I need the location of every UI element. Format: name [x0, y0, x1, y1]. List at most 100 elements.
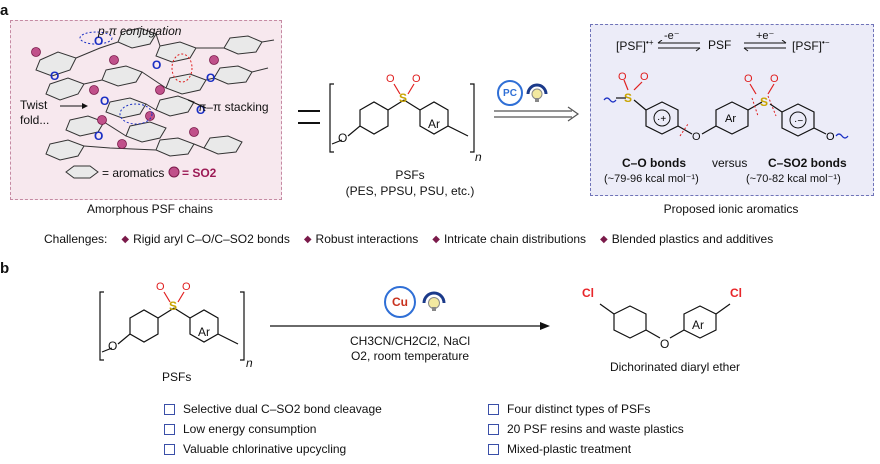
- aromatic-hexagon: [155, 41, 197, 63]
- so2-bead: [189, 127, 199, 137]
- oxygen-atom: O: [94, 34, 103, 48]
- challenge-item: Robust interactions: [315, 232, 419, 246]
- challenge-item: Intricate chain distributions: [443, 232, 587, 246]
- equilibrium-arrow-right: [743, 40, 787, 52]
- svg-text:O: O: [692, 131, 701, 143]
- features-left: Selective dual C–SO2 bond cleavage Low e…: [164, 402, 382, 456]
- checkbox-icon: [164, 403, 175, 415]
- svg-text:O: O: [660, 337, 669, 351]
- aromatic-hexagon: [101, 65, 143, 87]
- oxygen-atom: O: [196, 103, 205, 117]
- aromatic-hexagon: [125, 121, 167, 143]
- chlorine-left: Cl: [582, 286, 594, 300]
- bond-cso2-label: C–SO2 bonds: [768, 156, 847, 170]
- stacking-label: π–π stacking: [198, 100, 269, 114]
- conjugation-label: p-π conjugation: [98, 24, 182, 38]
- neutral-psf: PSF: [708, 38, 732, 52]
- checkbox-icon: [164, 423, 175, 435]
- equivalence-sign: [298, 110, 320, 124]
- challenges-row: Challenges: ◆ Rigid aryl C–O/C–SO2 bonds…: [44, 232, 773, 246]
- amorphous-chain-drawing: O O O O O O O: [31, 27, 275, 179]
- legend-aromatics-hexagon: [65, 165, 99, 179]
- aromatic-hexagon: [105, 97, 147, 119]
- svg-text:Ar: Ar: [725, 113, 736, 125]
- conditions-line-2: O2, room temperature: [350, 349, 470, 363]
- oxygen-atom: O: [50, 69, 59, 83]
- diamond-bullet-icon: ◆: [432, 233, 440, 245]
- dichlorinated-ether-structure: O: [599, 303, 731, 351]
- challenge-item: Blended plastics and additives: [611, 232, 774, 246]
- oxygen-atom: O: [152, 58, 161, 72]
- svg-text:·+: ·+: [657, 114, 666, 125]
- so2-bead: [31, 47, 41, 57]
- svg-text:S: S: [624, 91, 632, 105]
- aromatic-hexagon: [203, 135, 243, 155]
- copper-catalyst-icon: Cu: [384, 286, 416, 318]
- amorphous-caption: Amorphous PSF chains: [86, 202, 214, 216]
- psf-examples: (PES, PPSU, PSU, etc.): [345, 184, 475, 198]
- checkbox-icon: [488, 443, 499, 455]
- conditions-line-1: CH3CN/CH2Cl2, NaCl: [349, 334, 471, 348]
- bde-co-label: (~79-96 kcal mol⁻¹): [604, 173, 699, 185]
- ionic-structure: S O O ·+ O Ar S O O ·− O: [603, 71, 849, 143]
- legend-aromatics-label: = aromatics: [102, 166, 165, 180]
- oxygen-atom: O: [100, 94, 109, 108]
- oxygen-atom: O: [386, 73, 395, 85]
- svg-text:O: O: [108, 339, 117, 353]
- so2-bead: [155, 85, 165, 95]
- aromatic-hexagon: [155, 95, 195, 117]
- light-bulb-icon: [526, 83, 548, 102]
- minus-e-label: -e⁻: [664, 30, 680, 42]
- aromatic-hexagon: [213, 65, 253, 85]
- svg-text:O: O: [156, 281, 165, 293]
- svg-text:·−: ·−: [794, 116, 803, 127]
- feature-item: Four distinct types of PSFs: [488, 402, 684, 416]
- reaction-arrow-a: [494, 106, 580, 122]
- svg-text:O: O: [182, 281, 191, 293]
- ionic-aromatics-box: [590, 24, 874, 196]
- n-label-a: n: [475, 150, 482, 164]
- so2-bead: [109, 55, 119, 65]
- psf-structure-a: S O O O: [329, 73, 475, 153]
- chlorine-right: Cl: [730, 286, 742, 300]
- feature-item: 20 PSF resins and waste plastics: [488, 422, 684, 436]
- legend-so2-label: = SO2: [182, 166, 217, 180]
- svg-text:O: O: [770, 73, 779, 85]
- aromatic-hexagon: [165, 73, 207, 95]
- diamond-bullet-icon: ◆: [600, 233, 608, 245]
- svg-text:S: S: [169, 299, 177, 313]
- plus-e-label: +e⁻: [756, 30, 775, 42]
- bond-co-label: C–O bonds: [622, 156, 687, 170]
- oxygen-atom: O: [412, 73, 421, 85]
- feature-item: Mixed-plastic treatment: [488, 442, 684, 456]
- sulfur-atom: S: [399, 91, 407, 105]
- panel-a-label: a: [0, 2, 9, 19]
- ionic-caption: Proposed ionic aromatics: [663, 202, 799, 216]
- aromatic-hexagon: [65, 115, 105, 137]
- checkbox-icon: [488, 423, 499, 435]
- so2-bead: [89, 85, 99, 95]
- svg-text:S: S: [760, 95, 768, 109]
- svg-text:O: O: [744, 73, 753, 85]
- n-label-b: n: [246, 356, 253, 370]
- legend-so2-bead: [168, 166, 180, 178]
- twist-fold-label: Twist fold...: [20, 98, 50, 127]
- bde-cso2-label: (~70-82 kcal mol⁻¹): [746, 173, 841, 185]
- feature-item: Valuable chlorinative upcycling: [164, 442, 382, 456]
- panel-b-label: b: [0, 260, 10, 277]
- product-ar-label: Ar: [692, 318, 704, 332]
- diamond-bullet-icon: ◆: [121, 233, 130, 245]
- radical-anion: [PSF]•−: [792, 38, 830, 53]
- light-bulb-icon: [422, 291, 446, 311]
- versus-label: versus: [712, 156, 748, 170]
- aromatic-hexagon: [155, 137, 195, 157]
- so2-bead: [97, 115, 107, 125]
- photocatalyst-icon: PC: [497, 80, 523, 106]
- feature-item: Low energy consumption: [164, 422, 382, 436]
- psf-name-a: PSFs: [395, 168, 425, 182]
- aromatic-hexagon: [45, 77, 85, 101]
- feature-item: Selective dual C–SO2 bond cleavage: [164, 402, 382, 416]
- ar-label-a: Ar: [428, 117, 440, 131]
- diamond-bullet-icon: ◆: [303, 233, 312, 245]
- reaction-arrow-b: [270, 322, 550, 330]
